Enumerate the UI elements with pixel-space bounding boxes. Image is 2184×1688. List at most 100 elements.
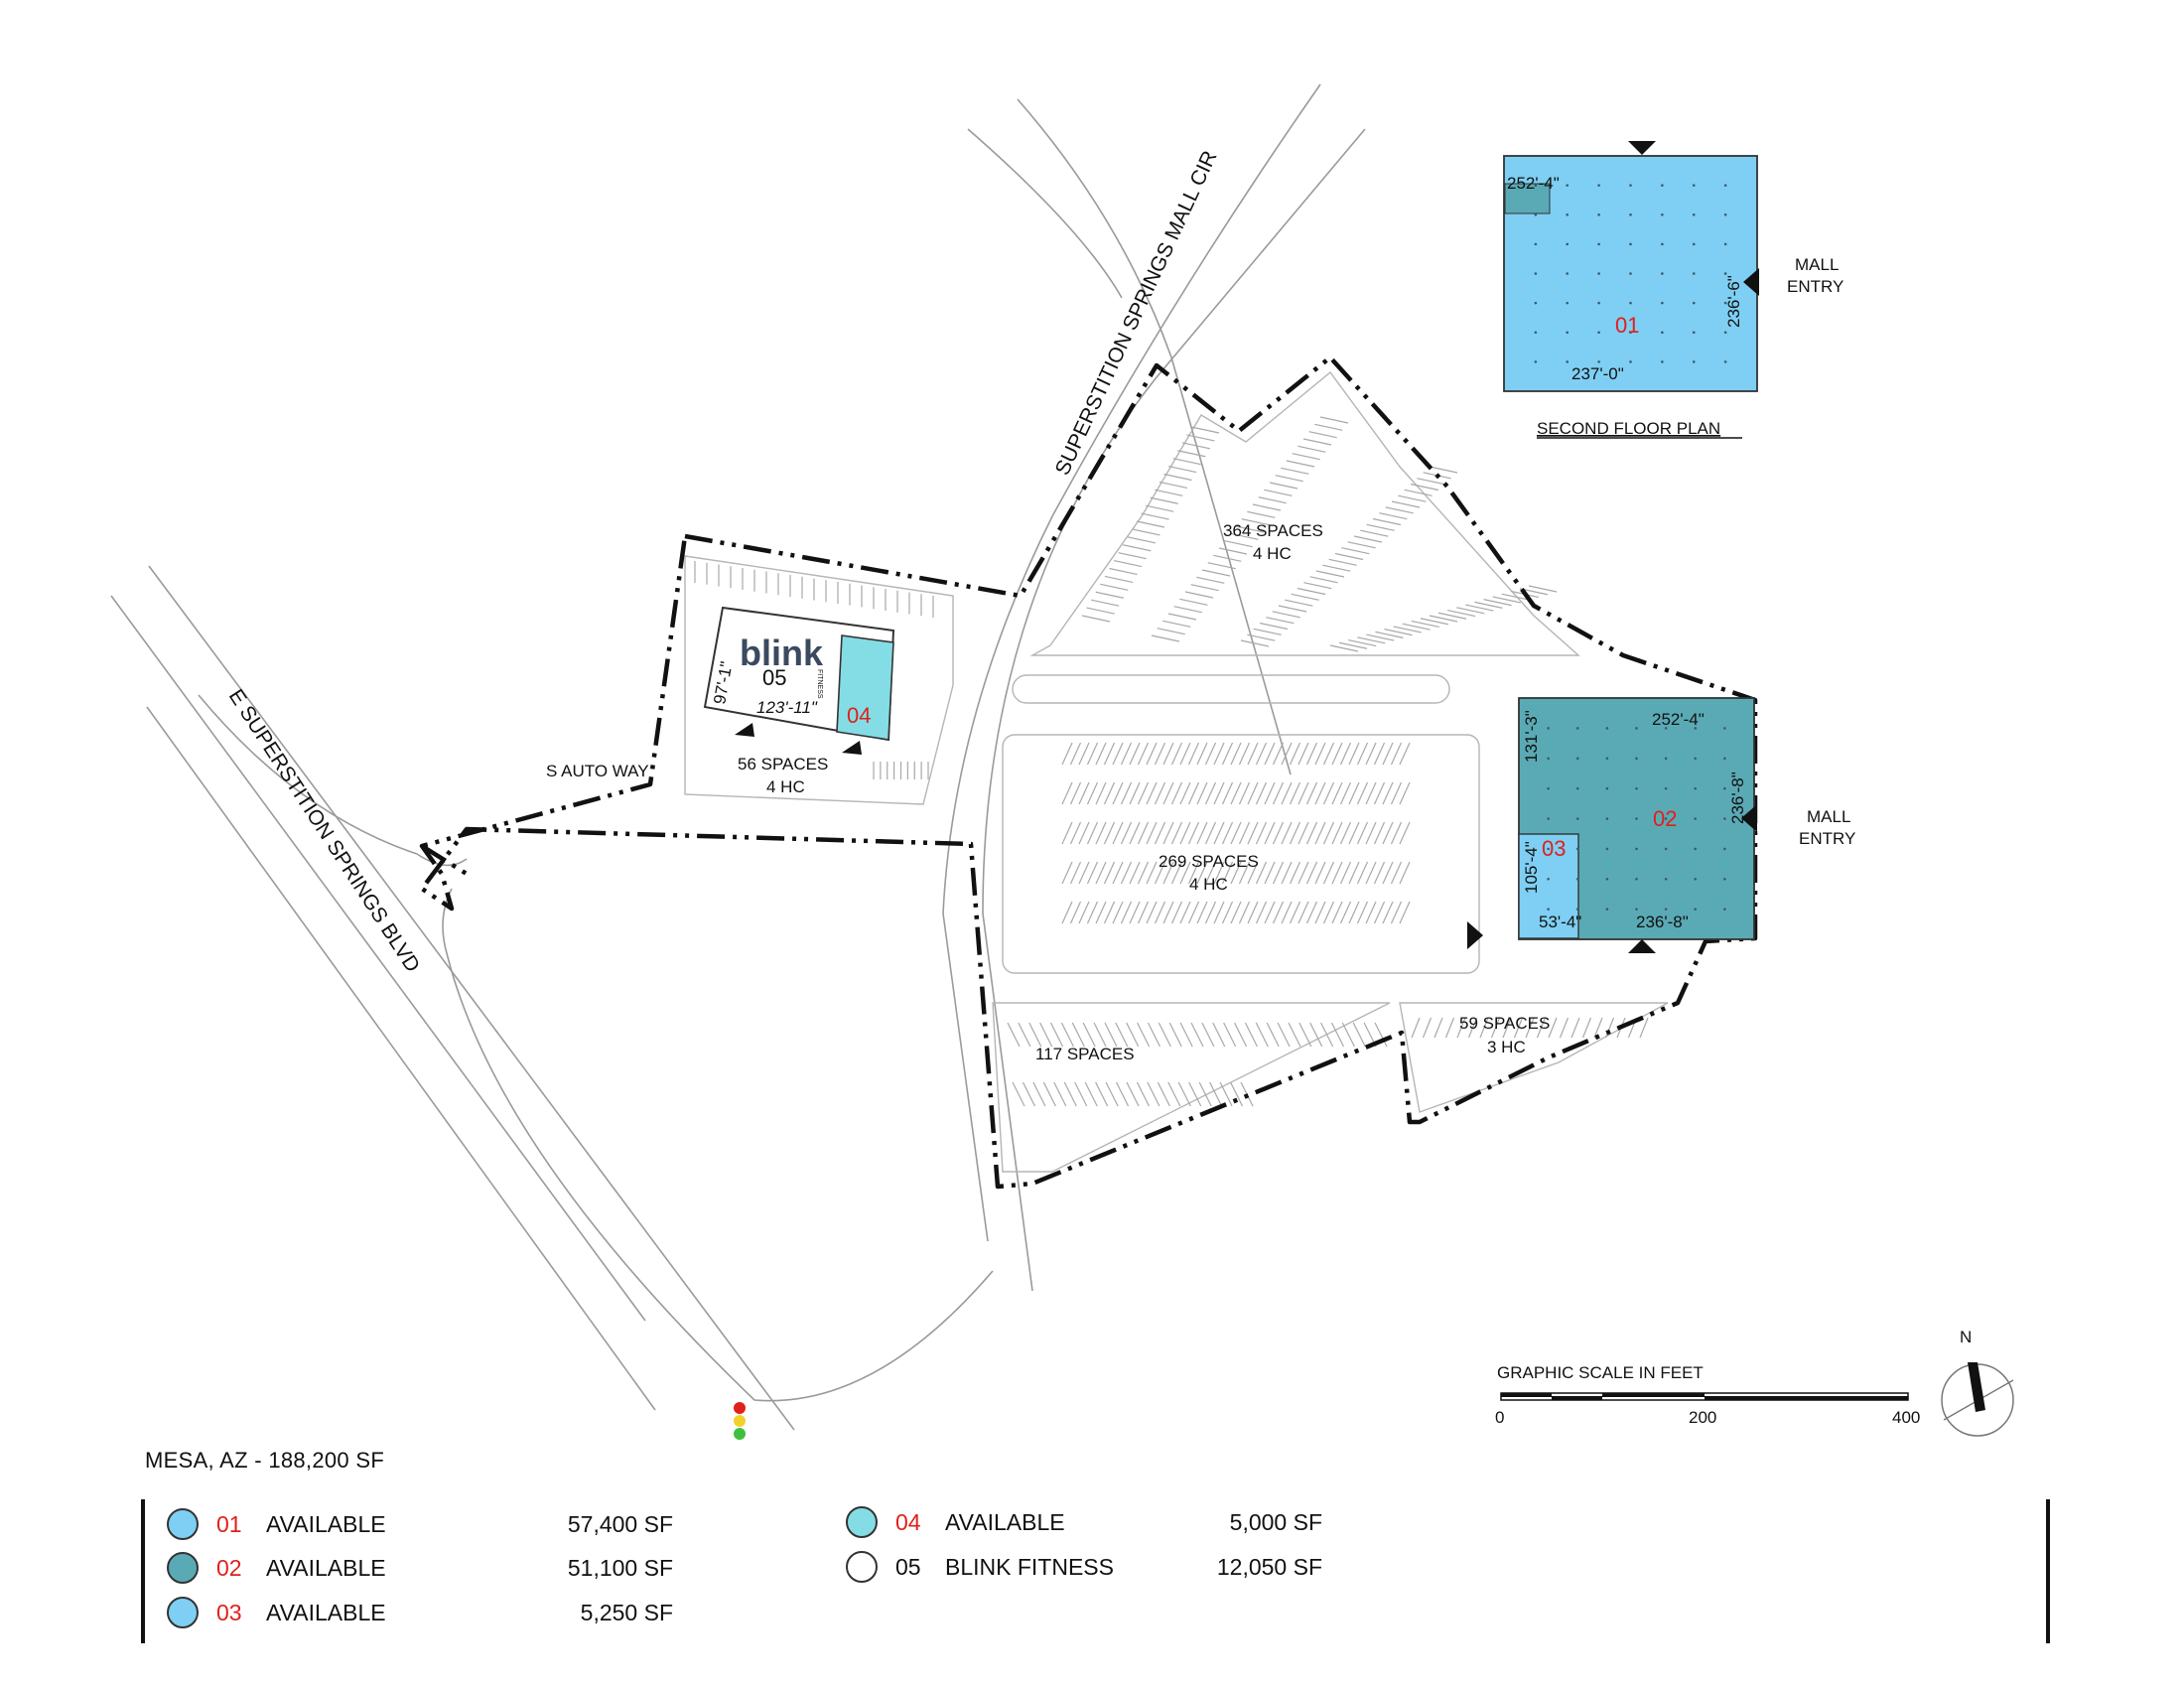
column-dot bbox=[1547, 908, 1550, 911]
column-dot bbox=[1597, 242, 1600, 246]
parking-stall bbox=[1141, 512, 1169, 520]
legend-status-04: AVAILABLE bbox=[945, 1508, 1065, 1535]
legend-status-01: AVAILABLE bbox=[266, 1510, 386, 1537]
blink-logo-sub: FITNESS bbox=[816, 669, 823, 699]
parking-stall bbox=[1086, 742, 1099, 766]
parking-stall bbox=[1219, 1081, 1233, 1107]
parking-stall bbox=[1112, 781, 1124, 805]
parking-stall bbox=[1278, 605, 1307, 613]
parking-stall bbox=[1233, 1022, 1248, 1048]
column-dot bbox=[1629, 184, 1632, 187]
parking-stall bbox=[1078, 901, 1090, 924]
parking-stall bbox=[1084, 1081, 1098, 1107]
parking-stall bbox=[1100, 583, 1129, 591]
scale-title: GRAPHIC SCALE IN FEET bbox=[1497, 1363, 1704, 1382]
parking-stall bbox=[1204, 742, 1217, 766]
parking-stall bbox=[1078, 781, 1090, 805]
parking-stall bbox=[1190, 426, 1220, 434]
parking-stall bbox=[1264, 901, 1276, 924]
parking-stall bbox=[1126, 1022, 1140, 1048]
parking-stall bbox=[1429, 615, 1458, 623]
parking-stall bbox=[1329, 644, 1359, 652]
auto-way-curve bbox=[416, 853, 468, 867]
parking-stall bbox=[1181, 442, 1210, 450]
parking-stall bbox=[1474, 601, 1503, 609]
parking-stall bbox=[1095, 591, 1124, 599]
column-dot bbox=[1566, 301, 1570, 305]
second-floor-dim-bottom: 237'-0" bbox=[1571, 364, 1624, 383]
parking-stall bbox=[1319, 416, 1349, 424]
column-dot bbox=[1605, 727, 1609, 730]
parking-stall bbox=[1069, 742, 1082, 766]
parking-stall bbox=[1167, 613, 1197, 621]
north-lot-spaces: 364 SPACES bbox=[1223, 521, 1323, 540]
legend-num-05: 05 bbox=[895, 1553, 921, 1580]
parking-stall bbox=[1209, 1081, 1223, 1107]
parking-stall bbox=[1255, 781, 1268, 805]
parking-stall bbox=[1120, 821, 1133, 845]
parking-stall bbox=[1366, 633, 1395, 641]
parking-stall bbox=[1129, 901, 1141, 924]
parking-stall bbox=[1109, 567, 1138, 576]
parking-stall bbox=[1272, 821, 1285, 845]
column-dot bbox=[1635, 908, 1638, 911]
column-dot bbox=[1664, 877, 1668, 881]
parking-stall bbox=[1230, 821, 1242, 845]
parking-stall bbox=[1244, 1022, 1258, 1048]
parking-stall bbox=[1204, 781, 1217, 805]
parking-stall bbox=[1328, 558, 1357, 566]
parking-stall bbox=[1315, 570, 1345, 578]
parking-stall bbox=[1314, 423, 1343, 431]
anchor-dim-bottom: 236'-8" bbox=[1636, 913, 1689, 931]
parking-stall bbox=[1137, 861, 1150, 885]
parking-stall bbox=[1314, 742, 1326, 766]
parking-stall bbox=[1255, 742, 1268, 766]
column-dot bbox=[1692, 360, 1696, 363]
column-dot bbox=[1664, 847, 1668, 851]
blvd-edge-far bbox=[146, 706, 656, 1411]
column-dot bbox=[1534, 242, 1538, 246]
parking-stall bbox=[1308, 431, 1337, 439]
pad-lot-curb bbox=[684, 555, 954, 805]
parking-stall bbox=[1322, 742, 1335, 766]
parking-stall bbox=[1382, 742, 1394, 766]
parking-stall bbox=[1061, 821, 1073, 845]
auto-way-label: S AUTO WAY bbox=[546, 762, 649, 780]
blink-logo: blink bbox=[740, 633, 824, 673]
parking-stall bbox=[1281, 467, 1309, 475]
column-dot bbox=[1723, 786, 1726, 790]
column-dot bbox=[1723, 242, 1727, 246]
southwest-lot-spaces: 117 SPACES bbox=[1035, 1045, 1135, 1063]
mall-cir-curve-b bbox=[967, 128, 1123, 299]
legend-swatch-02 bbox=[167, 1552, 199, 1584]
parking-stall bbox=[1113, 559, 1143, 568]
parking-stall bbox=[1356, 781, 1369, 805]
parking-stall bbox=[1272, 861, 1285, 885]
column-dot bbox=[1534, 301, 1538, 305]
parking-stall bbox=[1074, 1081, 1088, 1107]
parking-stall bbox=[1373, 901, 1386, 924]
column-dot bbox=[1723, 908, 1726, 911]
parking-stall bbox=[1039, 1022, 1053, 1048]
parking-stall bbox=[1429, 466, 1458, 474]
north-label: N bbox=[1960, 1328, 1972, 1346]
parking-stall bbox=[1255, 861, 1268, 885]
parking-stall bbox=[1322, 564, 1351, 572]
parking-stall bbox=[1190, 1022, 1204, 1048]
parking-stall bbox=[1348, 901, 1360, 924]
parking-stall bbox=[1053, 1081, 1067, 1107]
parking-stall bbox=[1172, 458, 1201, 466]
parking-stall bbox=[1281, 861, 1293, 885]
parking-stall bbox=[1103, 781, 1116, 805]
parking-stall bbox=[1154, 861, 1166, 885]
blvd-edge-west bbox=[110, 595, 646, 1322]
parking-stall bbox=[1379, 512, 1408, 520]
southeast-lot-hc: 3 HC bbox=[1487, 1038, 1526, 1056]
parking-stall bbox=[1095, 861, 1107, 885]
parking-stall bbox=[1093, 1022, 1107, 1048]
parking-stall bbox=[1137, 742, 1150, 766]
parking-stall bbox=[1012, 1081, 1025, 1107]
auto-way-west bbox=[198, 694, 418, 855]
parking-stall bbox=[1086, 821, 1099, 845]
parking-stall bbox=[1390, 861, 1403, 885]
